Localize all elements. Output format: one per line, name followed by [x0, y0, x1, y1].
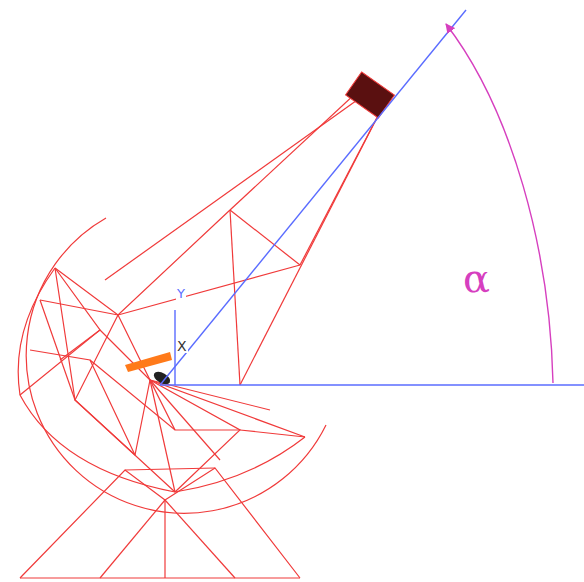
wireframe: [18, 80, 382, 578]
orange-element: [125, 352, 172, 372]
axis-label: X: [176, 339, 188, 353]
feed-box: [346, 72, 395, 118]
angle-arc: [446, 24, 553, 383]
axes: [160, 10, 584, 385]
dish-outline: [18, 268, 305, 492]
axis-label: Y: [176, 287, 186, 300]
hub: [152, 369, 173, 387]
angle-symbol: α: [462, 258, 491, 298]
